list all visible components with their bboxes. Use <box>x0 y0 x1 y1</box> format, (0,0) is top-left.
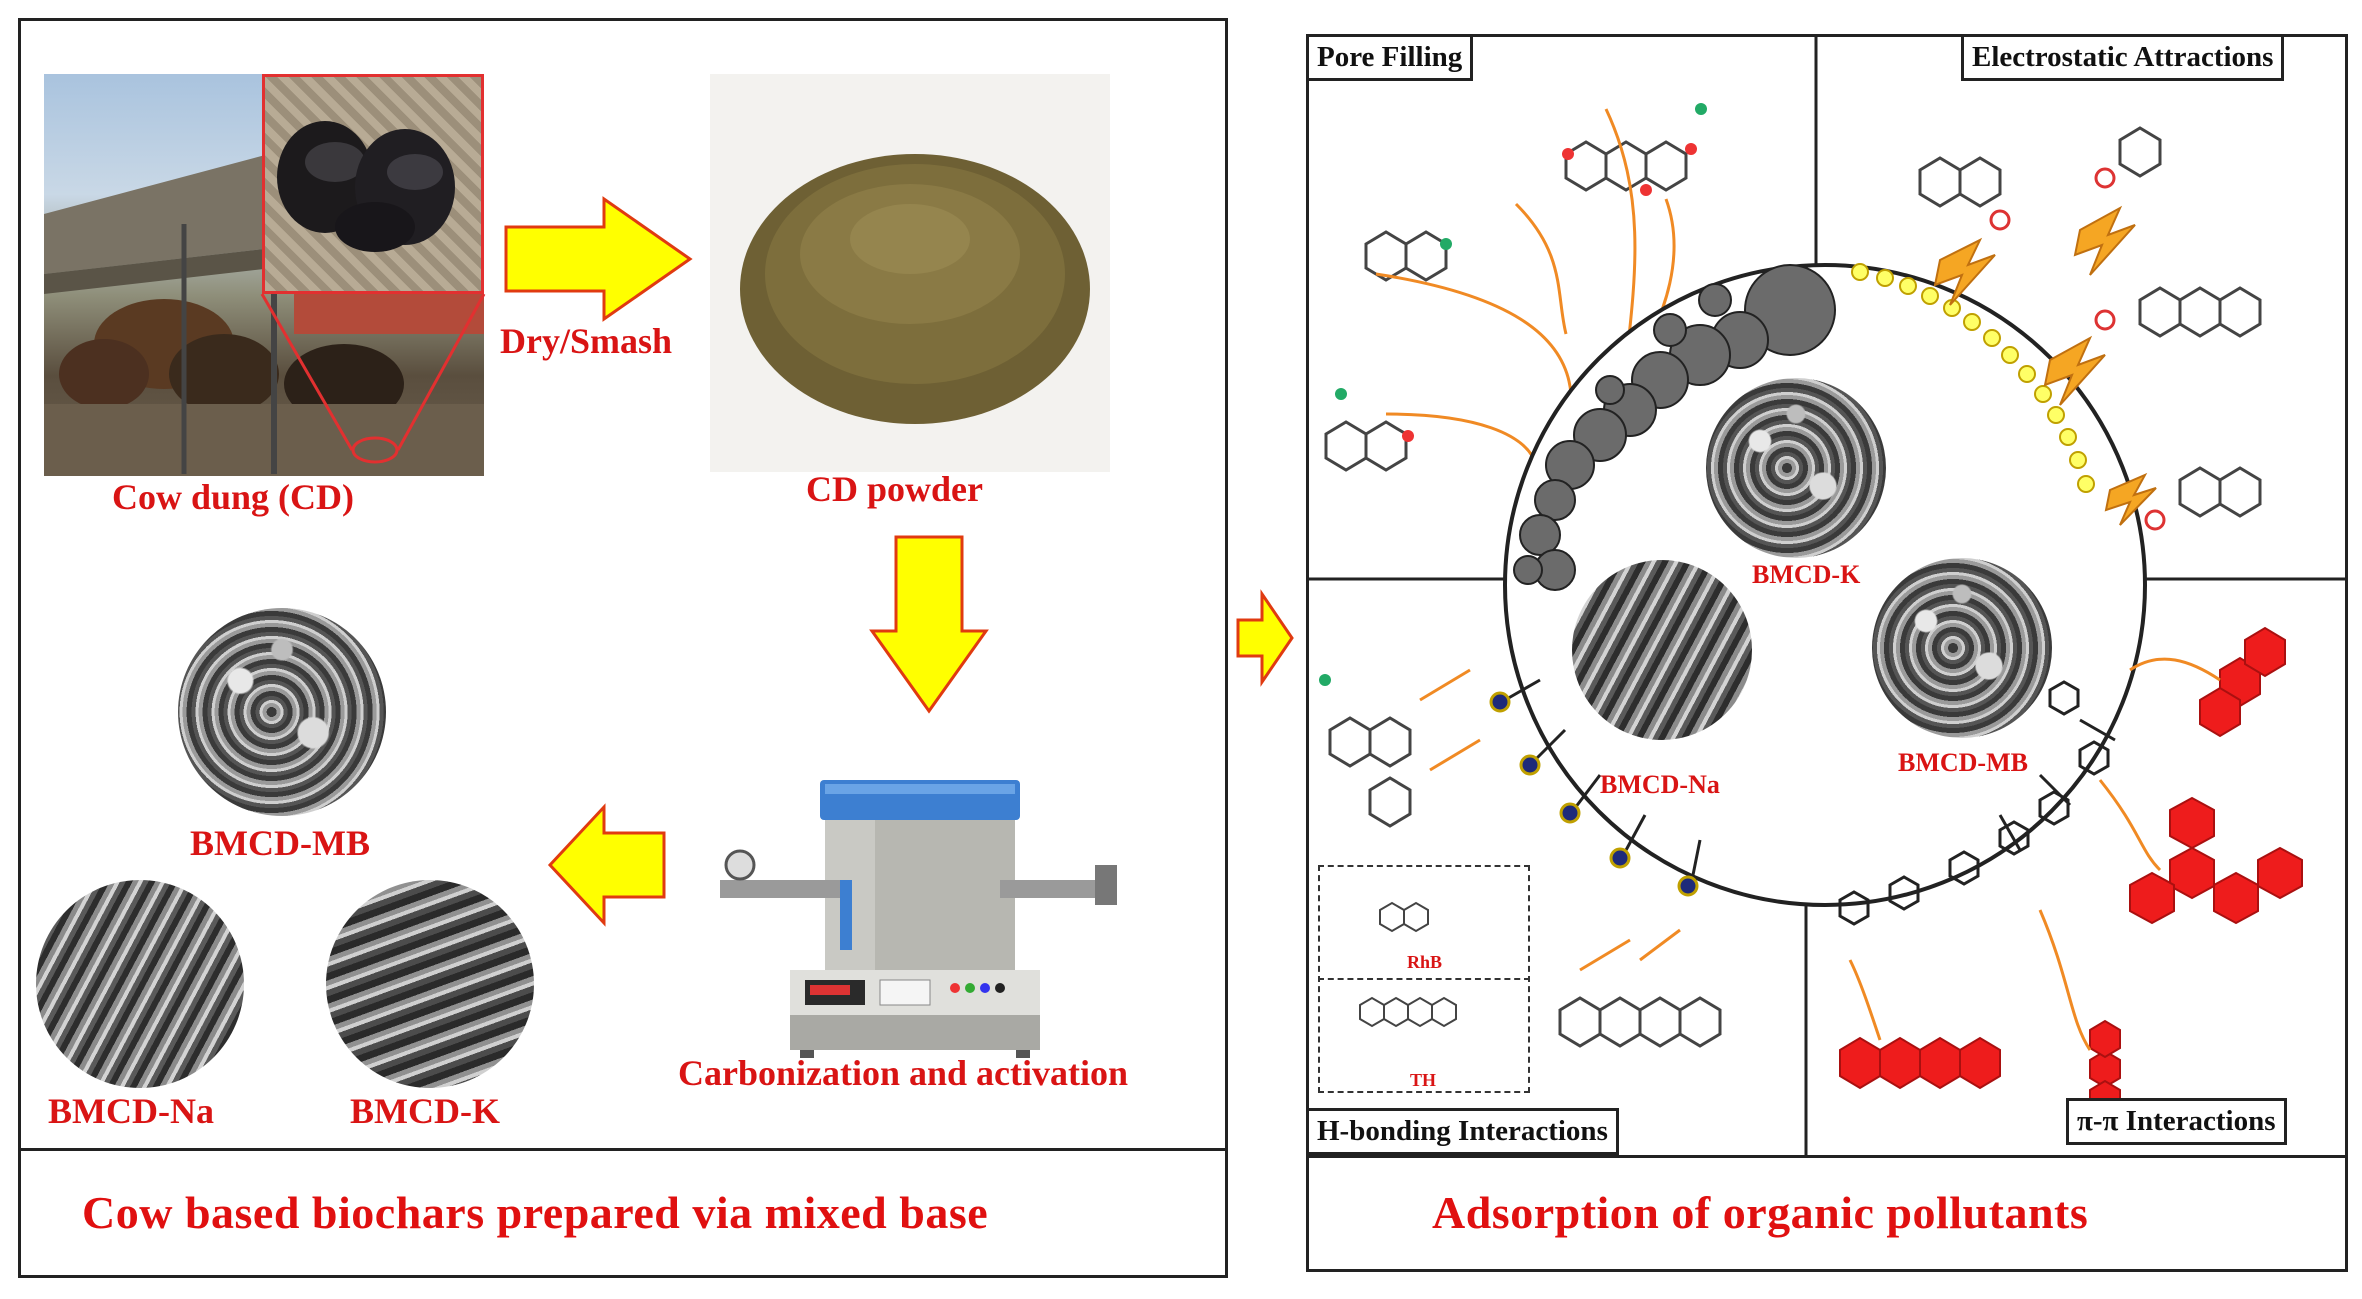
inset-callout-lines <box>260 293 486 464</box>
molecule-legend-divider <box>1318 978 1530 980</box>
dung-closeup-inset <box>262 74 484 294</box>
pi-pi-chain <box>1839 959 2001 1090</box>
bmcd-na-label: BMCD-Na <box>48 1091 214 1131</box>
center-bmcd-mb-label: BMCD-MB <box>1898 748 2028 777</box>
center-sem-bmcd-k <box>1706 378 1886 558</box>
dry-smash-arrow <box>504 196 693 322</box>
furnace-label: Carbonization and activation <box>678 1053 1129 1093</box>
center-sem-bmcd-mb <box>1872 558 2052 738</box>
adsorption-footer-divider <box>1306 1155 2348 1158</box>
left-arrow <box>547 803 666 927</box>
legend-molecules <box>1359 901 1457 1028</box>
down-arrow <box>869 535 989 714</box>
legend-rhb-label: RhB <box>1407 952 1443 972</box>
h-bonding-label: H-bonding Interactions <box>1306 1108 1619 1155</box>
bmcd-mb-label: BMCD-MB <box>190 823 370 863</box>
pore-filling-label: Pore Filling <box>1306 34 1474 81</box>
center-arrow <box>1236 589 1294 687</box>
sem-bmcd-na <box>36 880 244 1088</box>
cd-powder-photo <box>710 74 1110 472</box>
tube-furnace <box>700 770 1120 1060</box>
dry-smash-label: Dry/Smash <box>500 321 673 361</box>
pore-filling-illustration <box>1324 103 1707 472</box>
sem-bmcd-mb <box>178 608 386 816</box>
electrostatic-label: Electrostatic Attractions <box>1961 34 2285 81</box>
pi-pi-label: π-π Interactions <box>2066 1098 2287 1145</box>
biochar-particle <box>1489 263 2147 907</box>
electrostatic-illustration <box>1918 126 2262 531</box>
cd-powder-label: CD powder <box>806 469 983 509</box>
bmcd-k-label: BMCD-K <box>350 1091 500 1131</box>
cow-dung-label: Cow dung (CD) <box>112 477 355 517</box>
center-sem-bmcd-na <box>1572 560 1752 740</box>
sem-bmcd-k <box>326 880 534 1088</box>
adsorption-title: Adsorption of organic pollutants <box>1432 1187 2089 1238</box>
center-bmcd-k-label: BMCD-K <box>1752 560 1861 589</box>
preparation-title: Cow based biochars prepared via mixed ba… <box>82 1187 989 1238</box>
center-bmcd-na-label: BMCD-Na <box>1600 770 1720 799</box>
preparation-footer-divider <box>18 1148 1228 1151</box>
h-bonding-illustration <box>1319 668 1722 1048</box>
legend-th-label: TH <box>1410 1070 1437 1090</box>
